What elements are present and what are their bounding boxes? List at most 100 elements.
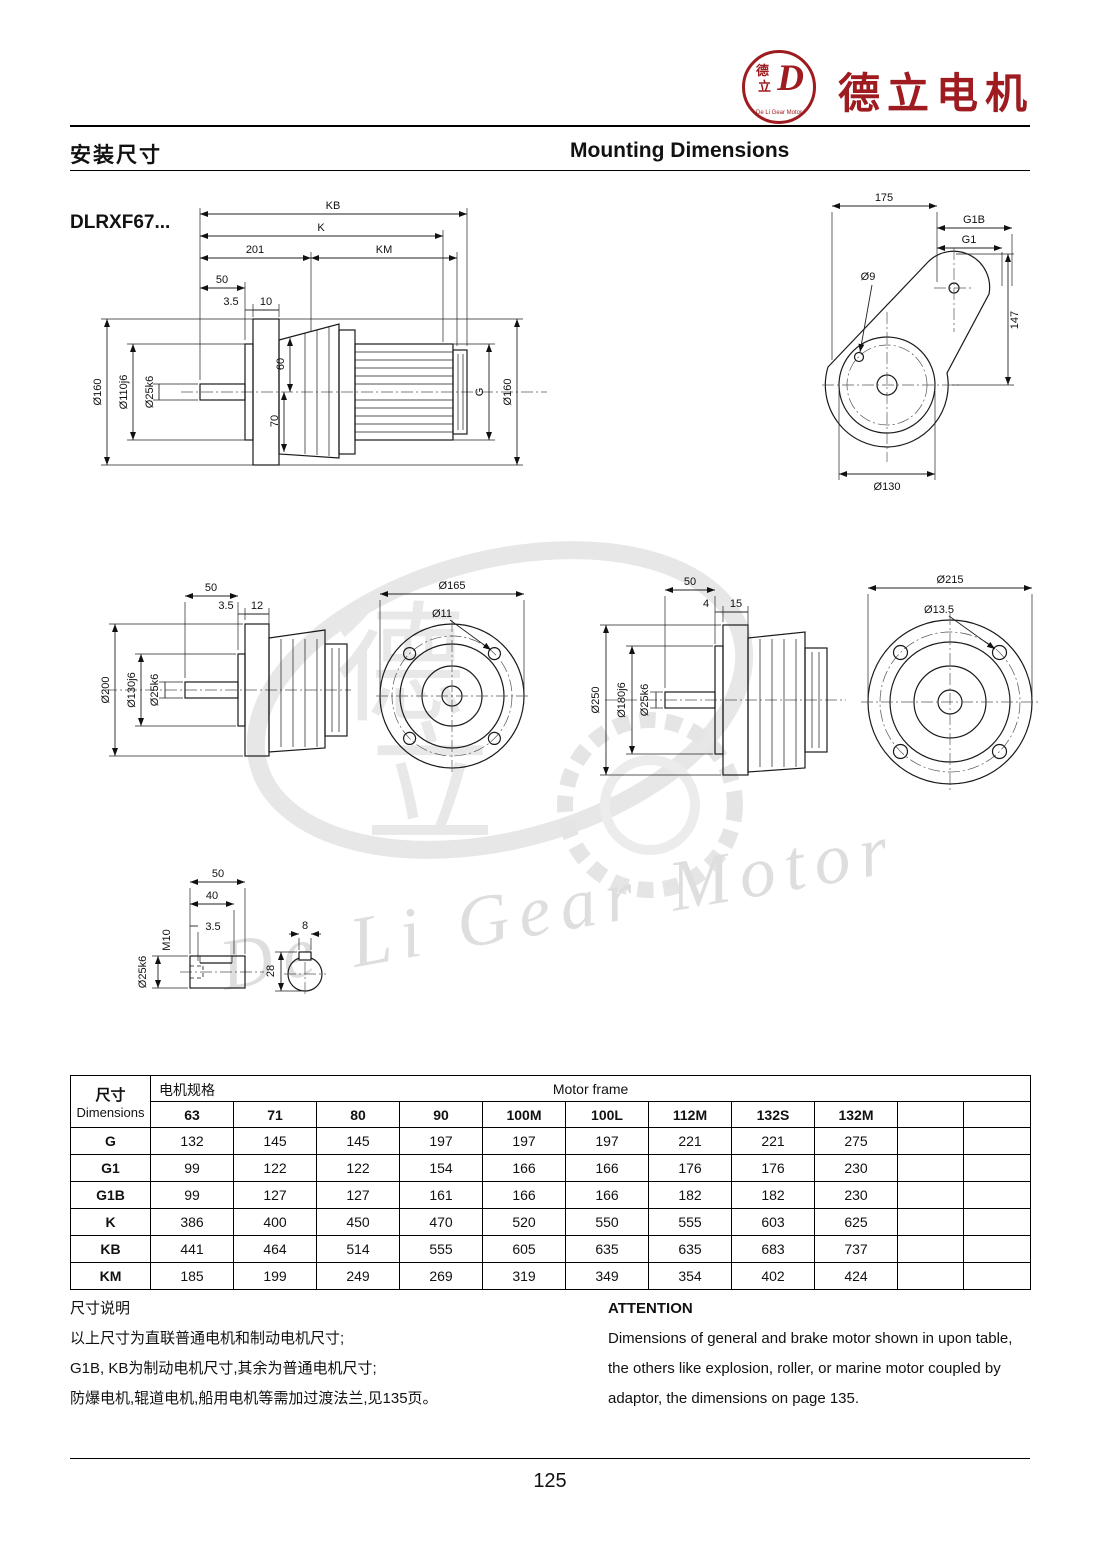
dim-label-3-5: 3.5 [218, 600, 233, 612]
cell [897, 1127, 964, 1155]
dim-label-175: 175 [875, 192, 893, 204]
cell: 161 [399, 1181, 483, 1209]
cell: 230 [814, 1154, 898, 1182]
dim-label-3-5: 3.5 [205, 921, 220, 933]
cell: 197 [482, 1127, 566, 1155]
notes-cn: 尺寸说明 以上尺寸为直联普通电机和制动电机尺寸; G1B, KB为制动电机尺寸,… [70, 1300, 570, 1420]
table-row: K 386 400 450 470 520 550 555 603 625 [70, 1208, 1032, 1236]
cell: 182 [731, 1181, 815, 1209]
frame-header: 100L [565, 1101, 649, 1128]
page-title-en: Mounting Dimensions [570, 139, 790, 162]
cell: 520 [482, 1208, 566, 1236]
cell: 402 [731, 1262, 815, 1290]
flange-outline [376, 620, 528, 772]
cell [897, 1154, 964, 1182]
cell: 635 [648, 1235, 732, 1263]
notes-en: ATTENTION Dimensions of general and brak… [608, 1300, 1048, 1420]
cell: 185 [150, 1262, 234, 1290]
cell: 182 [648, 1181, 732, 1209]
cell: 349 [565, 1262, 649, 1290]
dim-label-d25k6: Ø25k6 [149, 674, 161, 706]
dim-label-d25k6: Ø25k6 [144, 376, 156, 408]
gearmotor-outline [181, 318, 547, 466]
cell [962, 1262, 1032, 1290]
dim-label-201: 201 [246, 244, 264, 256]
notes-cn-title: 尺寸说明 [70, 1300, 131, 1317]
brand-name: 德立电机 [838, 72, 1035, 118]
dim-header-cn: 尺寸 [95, 1086, 126, 1104]
notes-en-line: the others like explosion, roller, or ma… [608, 1360, 1001, 1377]
cell: 737 [814, 1235, 898, 1263]
cell: 514 [316, 1235, 400, 1263]
flange-165-drawing: Ø165 Ø11 [376, 580, 528, 772]
dimension-lines [152, 879, 321, 992]
frame-header: 132M [814, 1101, 898, 1128]
dim-label-d13-5: Ø13.5 [924, 604, 954, 616]
cell: 625 [814, 1208, 898, 1236]
cell [962, 1181, 1032, 1209]
cell [897, 1208, 964, 1236]
notes-cn-line: 以上尺寸为直联普通电机和制动电机尺寸; [70, 1330, 345, 1347]
cell: 269 [399, 1262, 483, 1290]
company-logo: 德 立 D De Li Gear Motor [742, 50, 816, 124]
cell: 166 [482, 1154, 566, 1182]
cell: 424 [814, 1262, 898, 1290]
motor-frame-header-cell: 电机规格 Motor frame [149, 1075, 1032, 1102]
table-header-row-1: 尺寸 Dimensions 电机规格 Motor frame [70, 1075, 1032, 1128]
cell: 145 [316, 1127, 400, 1155]
cell: 154 [399, 1154, 483, 1182]
cell: 99 [150, 1154, 234, 1182]
cell: 197 [399, 1127, 483, 1155]
cell: 400 [233, 1208, 317, 1236]
dimension-lines [831, 203, 1014, 480]
title-rule [70, 170, 1030, 171]
dimension-lines [867, 585, 1033, 698]
footer-rule [70, 1458, 1030, 1459]
dim-label-147: 147 [1009, 311, 1021, 329]
dim-label-40: 40 [206, 890, 218, 902]
dim-label-d130: Ø130 [874, 481, 901, 493]
row-label: KB [70, 1235, 151, 1263]
cell: 176 [731, 1154, 815, 1182]
cell: 603 [731, 1208, 815, 1236]
frame-header: 90 [399, 1101, 483, 1128]
dim-header-en: Dimensions [76, 1104, 145, 1120]
dim-label-d110j6: Ø110j6 [118, 375, 130, 410]
dim-label-d11: Ø11 [432, 608, 452, 620]
dim-label-d25k6: Ø25k6 [137, 956, 149, 988]
row-label: G1 [70, 1154, 151, 1182]
page-title-cn: 安装尺寸 [70, 144, 162, 167]
cell: 683 [731, 1235, 815, 1263]
cell: 176 [648, 1154, 732, 1182]
cell: 127 [233, 1181, 317, 1209]
dim-label-50: 50 [212, 868, 224, 880]
table-row: KM 185 199 249 269 319 349 354 402 424 [70, 1262, 1032, 1290]
row-label: G [70, 1127, 151, 1155]
cell: 127 [316, 1181, 400, 1209]
dim-label-d9: Ø9 [861, 271, 876, 283]
dimension-lines [109, 593, 270, 757]
cell: 197 [565, 1127, 649, 1155]
dim-label-d25k6: Ø25k6 [639, 684, 651, 716]
dim-label-d160-right: Ø160 [502, 379, 514, 406]
cell [962, 1127, 1032, 1155]
dimension-lines [101, 208, 523, 466]
table-row: G 132 145 145 197 197 197 221 221 275 [70, 1127, 1032, 1155]
dim-label-d130j6: Ø130j6 [126, 672, 138, 707]
cell: 441 [150, 1235, 234, 1263]
side-view-250-drawing: 50 4 15 Ø250 Ø180j6 Ø25k6 [590, 576, 846, 776]
flange-215-drawing: Ø215 Ø13.5 [861, 574, 1039, 791]
cell: 450 [316, 1208, 400, 1236]
logo-ring-text: De Li Gear Motor [755, 110, 803, 116]
cell: 166 [482, 1181, 566, 1209]
cell [962, 1154, 1032, 1182]
cell: 386 [150, 1208, 234, 1236]
notes-cn-line: G1B, KB为制动电机尺寸,其余为普通电机尺寸; [70, 1360, 377, 1377]
dim-label-g: G [474, 388, 486, 397]
dim-label-d200: Ø200 [100, 677, 112, 704]
cell: 99 [150, 1181, 234, 1209]
cell [962, 1208, 1032, 1236]
dim-label-15: 15 [730, 598, 742, 610]
housing-outline [822, 248, 991, 462]
dim-label-12: 12 [251, 600, 263, 612]
